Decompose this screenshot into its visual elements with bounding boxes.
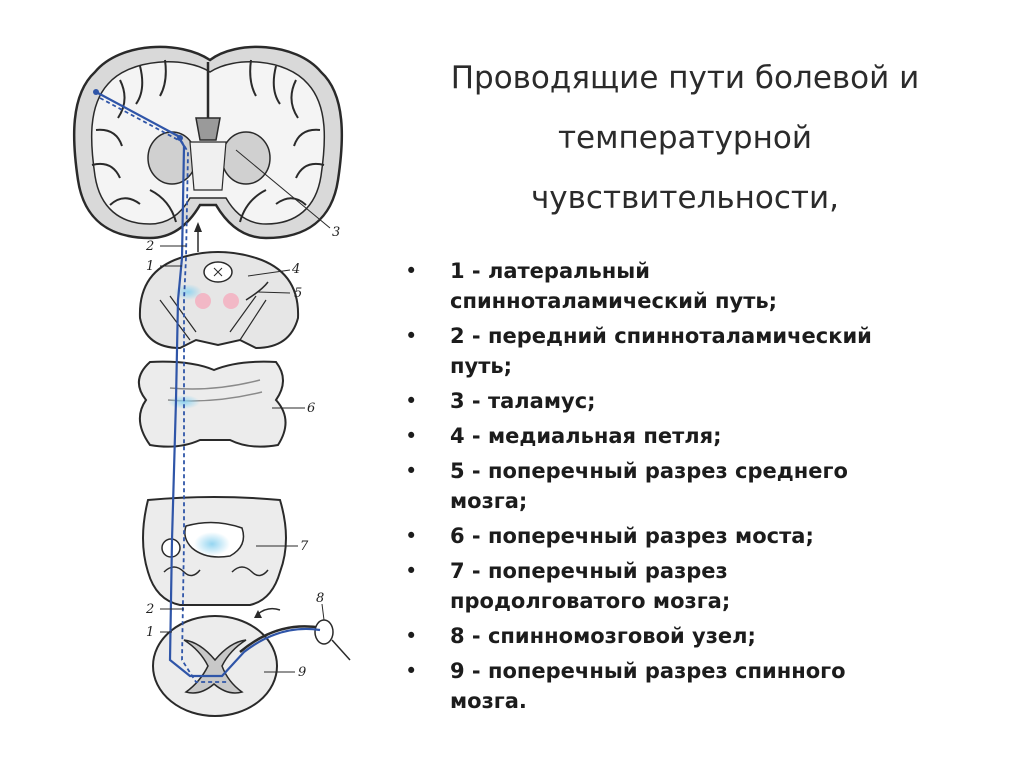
- legend-text: - латеральный: [464, 259, 651, 283]
- label-1-bottom: 1: [146, 625, 154, 640]
- label-2-top: 2: [145, 239, 154, 254]
- label-5: 5: [294, 286, 302, 301]
- bullet-icon: •: [405, 459, 418, 483]
- left-labels: 2 1 2 1: [145, 239, 186, 640]
- label-3: 3: [332, 225, 340, 240]
- legend-text: - таламус;: [464, 389, 596, 413]
- spinal-cord-section: 8 9: [152, 591, 351, 717]
- label-9: 9: [298, 665, 306, 680]
- legend-text: - медиальная петля;: [464, 424, 722, 448]
- bullet-icon: •: [405, 424, 418, 448]
- legend-number: 8: [450, 624, 465, 648]
- legend-text: - спинномозговой узел;: [464, 624, 756, 648]
- legend-text: - поперечный разрез спинного: [464, 659, 846, 683]
- label-7: 7: [300, 539, 309, 554]
- legend-text: - передний спинноталамический: [464, 324, 872, 348]
- legend-item: • 1 - латеральный спинноталамический путь;: [402, 256, 1002, 316]
- legend-text: - поперечный разрез среднего: [464, 459, 848, 483]
- label-6: 6: [307, 401, 315, 416]
- title-line-1: Проводящие пути болевой и: [450, 60, 920, 96]
- label-2-bottom: 2: [145, 602, 154, 617]
- bullet-icon: •: [405, 524, 418, 548]
- legend-list: • 1 - латеральный спинноталамический путь;…: [402, 256, 1002, 721]
- legend-number: 9: [450, 659, 465, 683]
- legend-text-cont: продолговатого мозга;: [450, 589, 731, 613]
- bullet-icon: •: [405, 389, 418, 413]
- pathway-diagram: 3 4 5 6 7: [72, 45, 351, 717]
- label-4: 4: [291, 262, 300, 277]
- bullet-icon: •: [405, 659, 418, 683]
- page-title: Проводящие пути болевой и температурной …: [385, 48, 985, 228]
- medulla-section: 7: [142, 496, 309, 606]
- legend-number: 2: [450, 324, 465, 348]
- bullet-icon: •: [405, 259, 418, 283]
- pons-section: 6: [138, 360, 315, 448]
- legend-item: • 3 - таламус;: [402, 386, 1002, 416]
- legend-number: 3: [450, 389, 465, 413]
- legend-item: • 4 - медиальная петля;: [402, 421, 1002, 451]
- bullet-icon: •: [405, 624, 418, 648]
- legend-number: 1: [450, 259, 465, 283]
- pathway-lines: [93, 89, 321, 683]
- legend-number: 5: [450, 459, 465, 483]
- brain-coronal-section: 3: [72, 45, 344, 252]
- legend-text: - поперечный разрез: [464, 559, 728, 583]
- legend-number: 6: [450, 524, 465, 548]
- label-1-top: 1: [146, 259, 154, 274]
- label-8: 8: [316, 591, 324, 606]
- legend-text-cont: путь;: [450, 354, 513, 378]
- bullet-icon: •: [405, 324, 418, 348]
- legend-text-cont: мозга.: [450, 689, 527, 713]
- legend-text: - поперечный разрез моста;: [464, 524, 814, 548]
- bullet-icon: •: [405, 559, 418, 583]
- legend-item: • 8 - спинномозговой узел;: [402, 621, 1002, 651]
- legend-item: • 6 - поперечный разрез моста;: [402, 521, 1002, 551]
- legend-item: • 7 - поперечный разрез продолговатого моз…: [402, 556, 1002, 616]
- title-line-2: температурной: [558, 120, 812, 156]
- legend-item: • 2 - передний спинноталамический путь;: [402, 321, 1002, 381]
- legend-number: 4: [450, 424, 465, 448]
- legend-item: • 5 - поперечный разрез среднего мозга;: [402, 456, 1002, 516]
- legend-number: 7: [450, 559, 465, 583]
- legend-item: • 9 - поперечный разрез спинного мозга.: [402, 656, 1002, 716]
- legend-text-cont: мозга;: [450, 489, 528, 513]
- title-line-3: чувствительности,: [530, 180, 839, 216]
- legend-text-cont: спинноталамический путь;: [450, 289, 778, 313]
